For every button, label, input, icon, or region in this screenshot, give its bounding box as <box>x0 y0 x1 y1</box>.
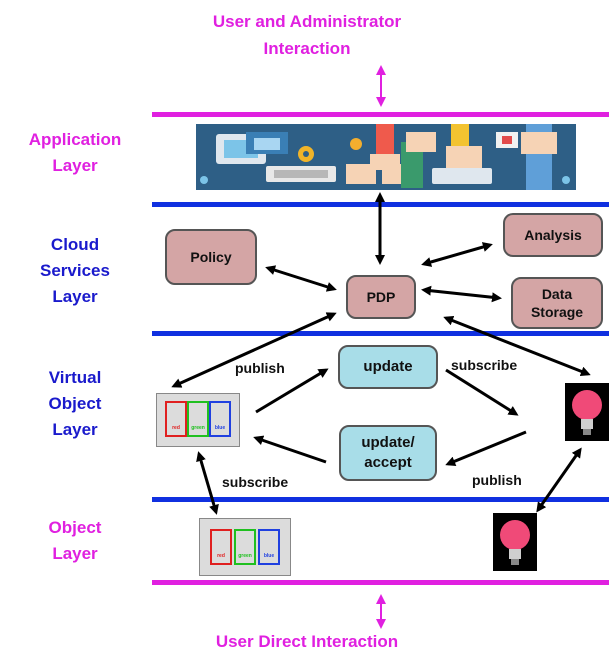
analysis-node: Analysis <box>503 213 603 257</box>
object-layer-bottom-line <box>152 580 609 585</box>
pdp-virtual-bulb-arrow <box>443 315 591 377</box>
user-direct-interaction-title: User Direct Interaction <box>215 632 399 651</box>
blue-switch: blue <box>258 529 280 565</box>
red-switch: red <box>165 401 187 437</box>
pdp-storage-arrow <box>421 285 502 303</box>
publish-label-right: publish <box>472 472 522 488</box>
policy-pdp-arrow <box>265 265 337 292</box>
pdp-analysis-arrow <box>421 242 493 267</box>
policy-node: Policy <box>165 229 257 285</box>
switch-to-update-arrow <box>255 368 329 414</box>
update-accept-node: update/ accept <box>339 425 437 481</box>
update-node: update <box>338 345 438 389</box>
cloud-services-layer-label: Cloud Services Layer <box>40 235 110 306</box>
bulb-to-accept-arrow <box>445 430 527 466</box>
application-layer-label: Application Layer <box>28 130 122 175</box>
object-layer-top-line <box>152 497 609 502</box>
red-switch: red <box>210 529 232 565</box>
subscribe-label-left: subscribe <box>222 474 289 490</box>
virtual-physical-switch-arrow <box>196 451 219 515</box>
update-to-bulb-arrow <box>445 368 519 416</box>
green-switch: green <box>234 529 256 565</box>
virtual-physical-bulb-arrow <box>536 447 582 513</box>
pdp-node: PDP <box>346 275 416 319</box>
application-illustration <box>196 124 576 190</box>
virtual-object-layer-label: Virtual Object Layer <box>48 368 102 439</box>
accept-to-switch-arrow <box>253 435 327 464</box>
physical-switch-image: red green blue <box>199 518 291 576</box>
green-switch: green <box>187 401 209 437</box>
physical-bulb-image <box>493 513 537 571</box>
application-layer-top-line <box>152 112 609 117</box>
pdp-virtual-switch-arrow <box>171 312 337 388</box>
object-layer-label: Object Layer <box>48 518 102 563</box>
user-admin-interaction-title: User and Administrator Interaction <box>212 12 402 58</box>
blue-switch: blue <box>209 401 231 437</box>
virtual-bulb-image <box>565 383 609 441</box>
virtual-switch-image: red green blue <box>156 393 240 447</box>
virtual-layer-top-line <box>152 331 609 336</box>
